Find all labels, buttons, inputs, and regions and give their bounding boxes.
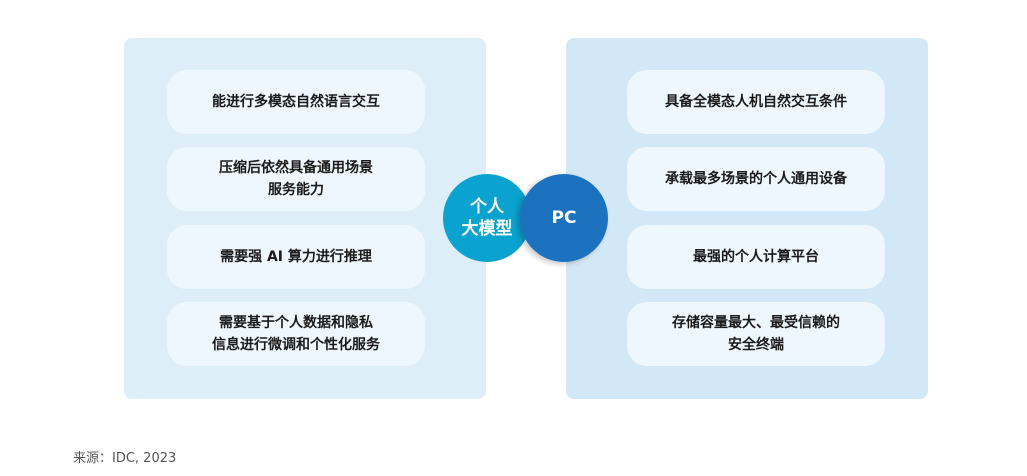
pc-feature-interaction: 具备全模态人机自然交互条件 bbox=[627, 70, 885, 134]
pc-feature-device: 承载最多场景的个人通用设备 bbox=[627, 147, 885, 211]
personal-model-circle: 个人 大模型 bbox=[443, 174, 531, 262]
pc-feature-platform: 最强的个人计算平台 bbox=[627, 225, 885, 289]
pc-feature-storage: 存储容量最大、最受信赖的 安全终端 bbox=[627, 302, 885, 366]
model-feature-ai-compute: 需要强 AI 算力进行推理 bbox=[167, 225, 425, 289]
pc-circle: PC bbox=[520, 174, 608, 262]
model-feature-multimodal: 能进行多模态自然语言交互 bbox=[167, 70, 425, 134]
model-feature-personalization: 需要基于个人数据和隐私 信息进行微调和个性化服务 bbox=[167, 302, 425, 366]
left-panel-model-features: 能进行多模态自然语言交互 压缩后依然具备通用场景 服务能力 需要强 AI 算力进… bbox=[124, 38, 486, 399]
model-feature-compressed: 压缩后依然具备通用场景 服务能力 bbox=[167, 147, 425, 211]
source-caption: 来源：IDC, 2023 bbox=[73, 451, 177, 466]
right-panel-pc-features: 具备全模态人机自然交互条件 承载最多场景的个人通用设备 最强的个人计算平台 存储… bbox=[566, 38, 928, 399]
